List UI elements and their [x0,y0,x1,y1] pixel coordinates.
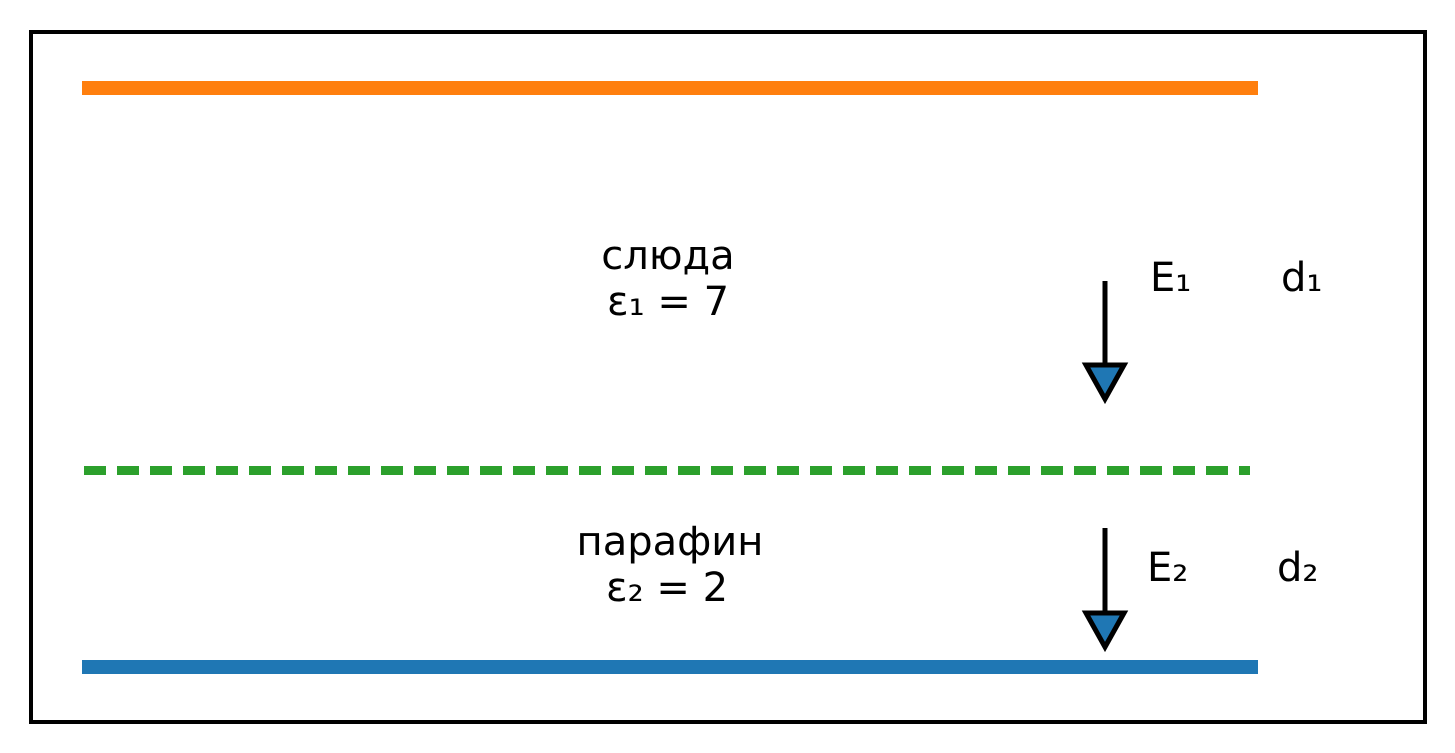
top-capacitor-plate [82,81,1258,95]
layer2-material-label: парафин [576,519,764,565]
dielectric-interface-dashed-line [84,466,1250,475]
layer2-permittivity-label: ε₂ = 2 [605,565,729,611]
d1-thickness-label: d₁ [1281,255,1323,301]
layer1-permittivity-label: ε₁ = 7 [606,279,730,325]
layer1-material-label: слюда [601,233,735,279]
e1-field-label: E₁ [1150,255,1192,301]
d2-thickness-label: d₂ [1277,545,1319,591]
e2-field-label: E₂ [1147,545,1189,591]
diagram-border [29,30,1427,724]
bottom-capacitor-plate [82,660,1258,674]
